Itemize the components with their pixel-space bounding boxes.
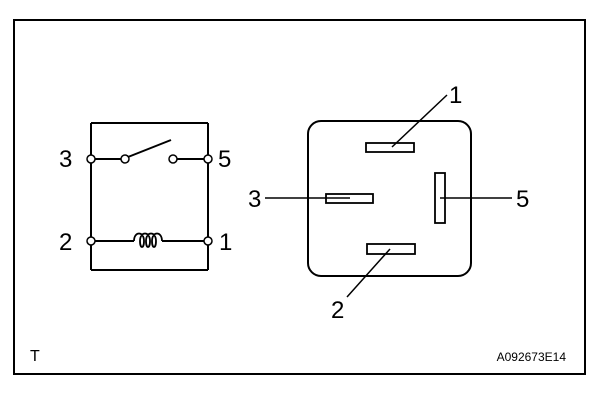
relay-schematic: 3 5 2 1 bbox=[59, 122, 232, 271]
terminal-top-left bbox=[86, 154, 96, 164]
connector-label-right: 5 bbox=[516, 186, 529, 213]
connector-slot-top bbox=[365, 142, 415, 153]
coil-icon bbox=[133, 232, 163, 248]
terminal-top-right bbox=[203, 154, 213, 164]
schematic-pin-label-bottom-right: 1 bbox=[219, 229, 232, 256]
schematic-pin-label-top-right: 5 bbox=[218, 146, 231, 173]
terminal-bottom-right bbox=[203, 236, 213, 246]
schematic-pin-label-bottom-left: 2 bbox=[59, 229, 72, 256]
connector-label-bottom: 2 bbox=[331, 297, 344, 324]
switch-contact-left bbox=[120, 154, 130, 164]
connector-slot-bottom bbox=[366, 243, 416, 255]
figure-code: A092673E14 bbox=[497, 350, 567, 364]
leader-line-bottom bbox=[346, 248, 391, 298]
switch-contact-right bbox=[168, 154, 178, 164]
connector-label-top: 1 bbox=[449, 82, 462, 109]
terminal-bottom-left bbox=[86, 236, 96, 246]
leader-line-top bbox=[391, 94, 448, 148]
diagram-border bbox=[13, 19, 586, 375]
relay-connector: 1 3 5 2 bbox=[248, 82, 529, 324]
footer-left-mark: T bbox=[30, 348, 40, 365]
switch-blade bbox=[127, 139, 172, 158]
connector-label-left: 3 bbox=[248, 186, 261, 213]
schematic-pin-label-top-left: 3 bbox=[59, 146, 72, 173]
